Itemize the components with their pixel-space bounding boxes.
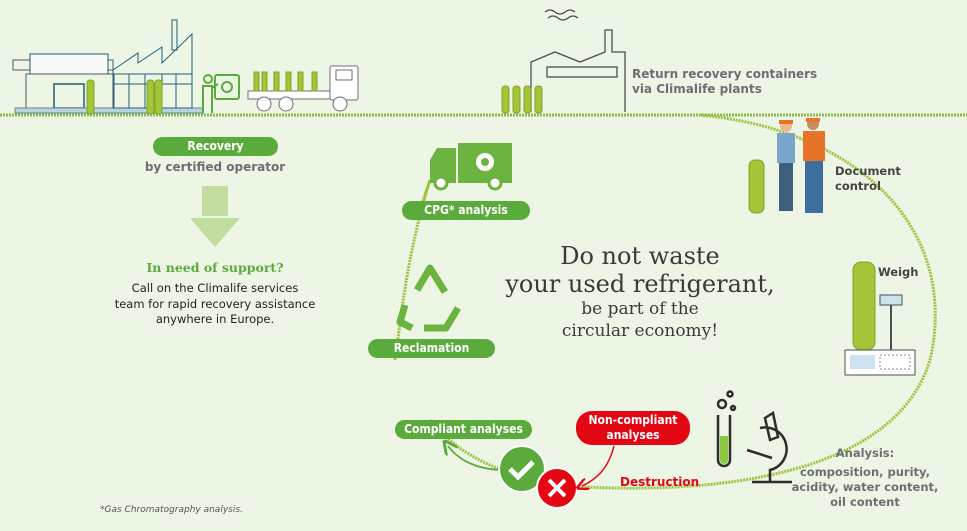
- check-icon: [498, 445, 546, 493]
- headline-line3: be part of the: [581, 299, 699, 319]
- footnote: *Gas Chromatography analysis.: [100, 505, 243, 515]
- operator-with-recycle-sign-icon: [202, 74, 240, 113]
- destruction-arrow: [582, 445, 615, 486]
- non-compliant-line1: Non-compliant: [588, 413, 678, 427]
- return-cylinders-icon: [501, 85, 543, 114]
- cylinders-icon: [86, 79, 163, 115]
- compliant-analyses-pill: Compliant analyses: [395, 420, 532, 439]
- analysis-line1: composition, purity,: [799, 465, 931, 479]
- truck-icon: [247, 65, 359, 112]
- climalife-plant-icon: [530, 9, 626, 112]
- return-label-line1: Return recovery containers: [632, 67, 818, 81]
- support-line1: Call on the Climalife services: [131, 281, 299, 295]
- weighing-scale-icon: [844, 261, 916, 376]
- support-line3: anywhere in Europe.: [155, 312, 275, 326]
- analysis-label: Analysis: composition, purity, acidity, …: [790, 446, 940, 510]
- weigh-label: Weigh: [878, 265, 919, 279]
- document-control-line1: Document: [835, 164, 901, 178]
- headline-line4: circular economy!: [561, 321, 719, 341]
- support-title: In need of support?: [146, 260, 284, 275]
- support-block: In need of support? Call on the Climalif…: [105, 260, 325, 328]
- document-control-line2: control: [835, 179, 881, 193]
- workers-icon: [748, 118, 825, 214]
- headline-line1: Do not waste: [560, 242, 720, 270]
- factory-icon: [112, 19, 193, 109]
- headline-line2: your used refrigerant,: [505, 270, 775, 298]
- analysis-title: Analysis:: [835, 446, 895, 460]
- destruction-label: Destruction: [620, 475, 700, 489]
- recycling-truck-icon: [430, 143, 512, 191]
- non-compliant-line2: analyses: [606, 428, 660, 442]
- analysis-line3: oil content: [830, 495, 900, 509]
- document-control-label: Document control: [835, 164, 901, 194]
- return-label-line2: via Climalife plants: [632, 82, 762, 96]
- support-line2: team for rapid recovery assistance: [114, 296, 316, 311]
- reclamation-pill: Reclamation: [368, 339, 495, 358]
- return-label: Return recovery containers via Climalife…: [632, 67, 817, 97]
- non-compliant-pill: Non-compliant analyses: [576, 411, 690, 445]
- recycle-icon: [396, 264, 462, 332]
- headline: Do not waste your used refrigerant, be p…: [490, 242, 790, 342]
- shop-building-icon: [12, 53, 204, 114]
- down-arrow-icon: [190, 186, 240, 247]
- lab-icon: [716, 390, 792, 484]
- cpg-analysis-pill: CPG* analysis: [402, 201, 530, 220]
- recovery-subtitle: by certified operator: [144, 160, 286, 174]
- analysis-line2: acidity, water content,: [791, 480, 939, 494]
- recovery-pill: Recovery: [153, 137, 278, 156]
